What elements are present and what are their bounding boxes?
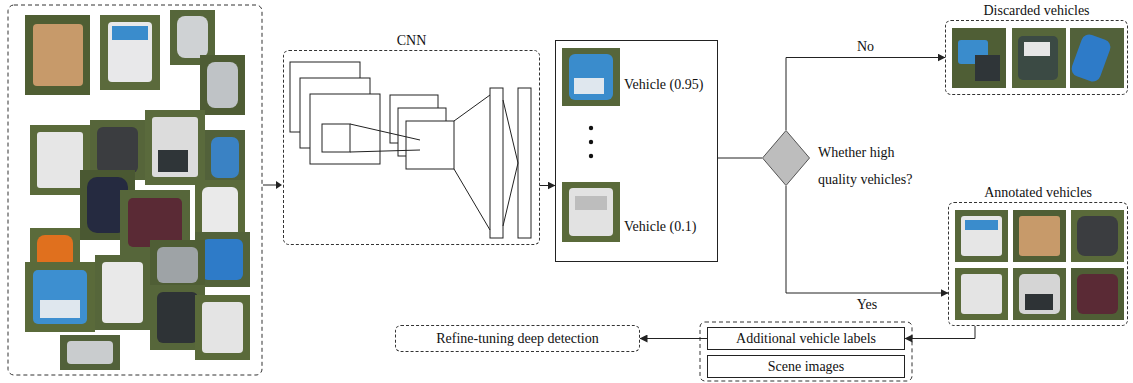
connector: [640, 338, 707, 339]
connector: [905, 326, 975, 339]
edge-label: No: [855, 39, 876, 55]
process-box: Scene images: [707, 355, 905, 378]
mosaic-frame: [8, 5, 262, 375]
connector: [718, 158, 762, 159]
group-frame: [700, 322, 912, 381]
decision-diamond: Whether high quality vehicles?: [762, 130, 810, 186]
annotated-thumbnails: [955, 210, 1124, 320]
annotated-box: Annotated vehicles: [948, 202, 1128, 326]
result-thumbnails: [562, 48, 620, 242]
input-arrow: [263, 181, 282, 189]
box-heading: CNN: [284, 33, 539, 49]
score-label: Vehicle (0.1): [624, 219, 696, 235]
connector: [786, 186, 948, 293]
cnn-box: CNN: [283, 50, 540, 245]
process-text: Refine-tuning deep detection: [436, 331, 599, 347]
process-box: Additional vehicle labels: [707, 327, 905, 350]
result-box: Vehicle (0.95) Vehicle (0.1): [555, 40, 718, 262]
process-text: Scene images: [768, 359, 845, 375]
box-heading: Discarded vehicles: [946, 3, 1127, 19]
edge-label: Yes: [855, 297, 879, 313]
process-box: Refine-tuning deep detection: [395, 325, 640, 352]
vehicle-mosaic: [25, 10, 250, 370]
connector: [786, 58, 945, 131]
connector: [540, 185, 555, 186]
box-heading: Annotated vehicles: [949, 185, 1127, 201]
process-text: Additional vehicle labels: [736, 331, 876, 347]
discarded-thumbnails: [952, 28, 1124, 88]
score-label: Vehicle (0.95): [624, 77, 703, 93]
decision-text: Whether high quality vehicles?: [818, 140, 936, 193]
discarded-box: Discarded vehicles: [945, 20, 1128, 95]
cnn-layers: [290, 62, 531, 238]
diamond-shape: [762, 130, 810, 186]
